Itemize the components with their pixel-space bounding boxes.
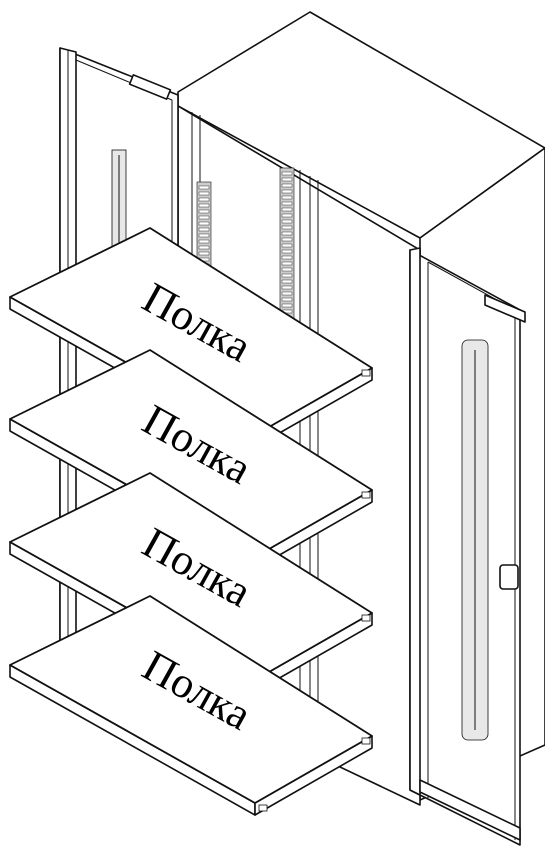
door-latch	[499, 564, 519, 590]
right-door	[409, 247, 526, 846]
shelf-4: Полка	[9, 595, 373, 816]
